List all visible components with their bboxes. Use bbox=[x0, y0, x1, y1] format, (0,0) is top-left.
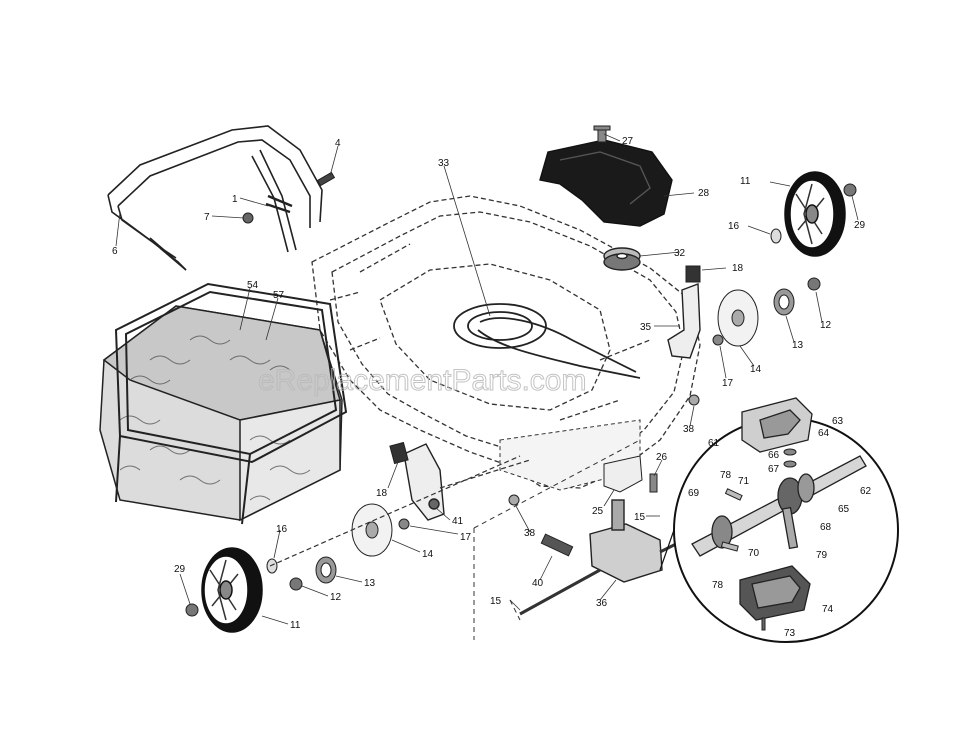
drive-pulley bbox=[603, 247, 641, 271]
label-part-57: 57 bbox=[273, 290, 285, 301]
label-part-6: 6 bbox=[112, 246, 118, 257]
rear-nut-12 bbox=[289, 577, 303, 591]
label-part-11-rear: 11 bbox=[290, 620, 301, 631]
gearbox-detail bbox=[659, 397, 899, 643]
watermark-text: eReplacementParts.com bbox=[258, 364, 586, 397]
label-part-73: 73 bbox=[784, 628, 796, 639]
label-part-16-front: 16 bbox=[728, 221, 740, 232]
front-nut-12 bbox=[807, 277, 821, 291]
label-part-68: 68 bbox=[820, 522, 832, 533]
front-spring-18 bbox=[685, 265, 701, 283]
label-part-54: 54 bbox=[247, 280, 259, 291]
height-adjuster-41 bbox=[403, 443, 445, 521]
adjuster-spring-18 bbox=[389, 441, 409, 465]
label-part-71: 71 bbox=[738, 476, 750, 487]
rear-hubcap-nut-29 bbox=[185, 603, 199, 617]
front-gear-13 bbox=[773, 288, 795, 316]
gearbox-top-housing-61 bbox=[741, 397, 813, 453]
front-hub-plate-14 bbox=[717, 289, 759, 347]
label-part-38-front: 38 bbox=[683, 424, 695, 435]
label-part-70: 70 bbox=[748, 548, 760, 559]
label-part-29-front: 29 bbox=[854, 220, 866, 231]
label-part-12-front: 12 bbox=[820, 320, 832, 331]
label-part-79: 79 bbox=[816, 550, 828, 561]
label-part-15-upper: 15 bbox=[634, 512, 646, 523]
label-part-18-front: 18 bbox=[732, 263, 744, 274]
transmission-36 bbox=[519, 499, 701, 616]
gearbox-screw-73 bbox=[761, 617, 766, 631]
front-adjuster-35 bbox=[667, 283, 701, 359]
front-wheel-11 bbox=[784, 171, 846, 257]
label-part-63: 63 bbox=[832, 416, 844, 427]
label-part-14-rear: 14 bbox=[422, 549, 434, 560]
handle-assembly bbox=[107, 125, 323, 271]
gearbox-keys-78 bbox=[720, 488, 743, 552]
label-part-64: 64 bbox=[818, 428, 830, 439]
transmission-bracket-25 bbox=[603, 455, 643, 493]
label-part-66: 66 bbox=[768, 450, 780, 461]
label-part-69: 69 bbox=[688, 488, 700, 499]
label-part-17-front: 17 bbox=[722, 378, 734, 389]
belt-cover bbox=[539, 139, 673, 227]
label-part-16-rear: 16 bbox=[276, 524, 288, 535]
bushing-38 bbox=[508, 394, 700, 506]
label-part-29-rear: 29 bbox=[174, 564, 186, 575]
label-part-15-lower: 15 bbox=[490, 596, 502, 607]
label-part-78-upper: 78 bbox=[720, 470, 732, 481]
bolt-26 bbox=[649, 473, 658, 493]
label-part-33: 33 bbox=[438, 158, 450, 169]
washer-17 bbox=[398, 518, 410, 530]
label-part-35: 35 bbox=[640, 322, 652, 333]
label-part-18-rear: 18 bbox=[376, 488, 388, 499]
label-part-40: 40 bbox=[532, 578, 544, 589]
leader-lines bbox=[115, 133, 859, 625]
label-part-17-rear: 17 bbox=[460, 532, 472, 543]
rear-wheel-11 bbox=[201, 547, 263, 633]
label-part-11-front: 11 bbox=[740, 176, 751, 187]
front-hubcap-nut-29 bbox=[843, 183, 857, 197]
label-part-7: 7 bbox=[204, 212, 210, 223]
rear-axle bbox=[269, 455, 531, 567]
drive-frame bbox=[473, 439, 641, 640]
deck-blade-belt bbox=[453, 303, 641, 379]
rear-washer-16 bbox=[266, 558, 278, 574]
label-part-28: 28 bbox=[698, 188, 710, 199]
label-part-32: 32 bbox=[674, 248, 686, 259]
rear-hub-plate-14 bbox=[351, 503, 393, 557]
rear-gear-13 bbox=[315, 556, 337, 584]
handle-nut-7 bbox=[242, 212, 254, 224]
front-washer-16 bbox=[770, 228, 782, 244]
label-part-1: 1 bbox=[232, 194, 238, 205]
gearbox-washers-66-67 bbox=[783, 448, 797, 468]
spring-40 bbox=[540, 533, 574, 557]
label-part-13-rear: 13 bbox=[364, 578, 376, 589]
mower-deck bbox=[311, 195, 701, 489]
label-part-26: 26 bbox=[656, 452, 668, 463]
gearbox-bottom-housing-74 bbox=[739, 565, 811, 621]
label-part-36: 36 bbox=[596, 598, 608, 609]
label-part-12-rear: 12 bbox=[330, 592, 342, 603]
front-washer-17 bbox=[712, 334, 724, 346]
label-part-61: 61 bbox=[708, 438, 720, 449]
label-part-38-rear: 38 bbox=[524, 528, 536, 539]
cover-bolt-27 bbox=[593, 125, 611, 143]
label-part-4: 4 bbox=[335, 138, 341, 149]
label-part-62: 62 bbox=[860, 486, 872, 497]
label-part-27: 27 bbox=[622, 136, 634, 147]
label-part-14-front: 14 bbox=[750, 364, 762, 375]
label-part-67: 67 bbox=[768, 464, 780, 475]
label-part-65: 65 bbox=[838, 504, 850, 515]
label-part-13-front: 13 bbox=[792, 340, 804, 351]
label-part-41: 41 bbox=[452, 516, 464, 527]
label-part-74: 74 bbox=[822, 604, 834, 615]
bag-frame bbox=[114, 282, 348, 525]
part-labels: 1 4 6 7 54 57 33 27 28 32 18 11 29 16 12… bbox=[112, 136, 872, 639]
handle-bolt-4 bbox=[316, 171, 336, 187]
grass-bag bbox=[99, 305, 343, 522]
label-part-78-lower: 78 bbox=[712, 580, 724, 591]
label-part-25: 25 bbox=[592, 506, 604, 517]
gearbox-shaft bbox=[691, 455, 867, 557]
